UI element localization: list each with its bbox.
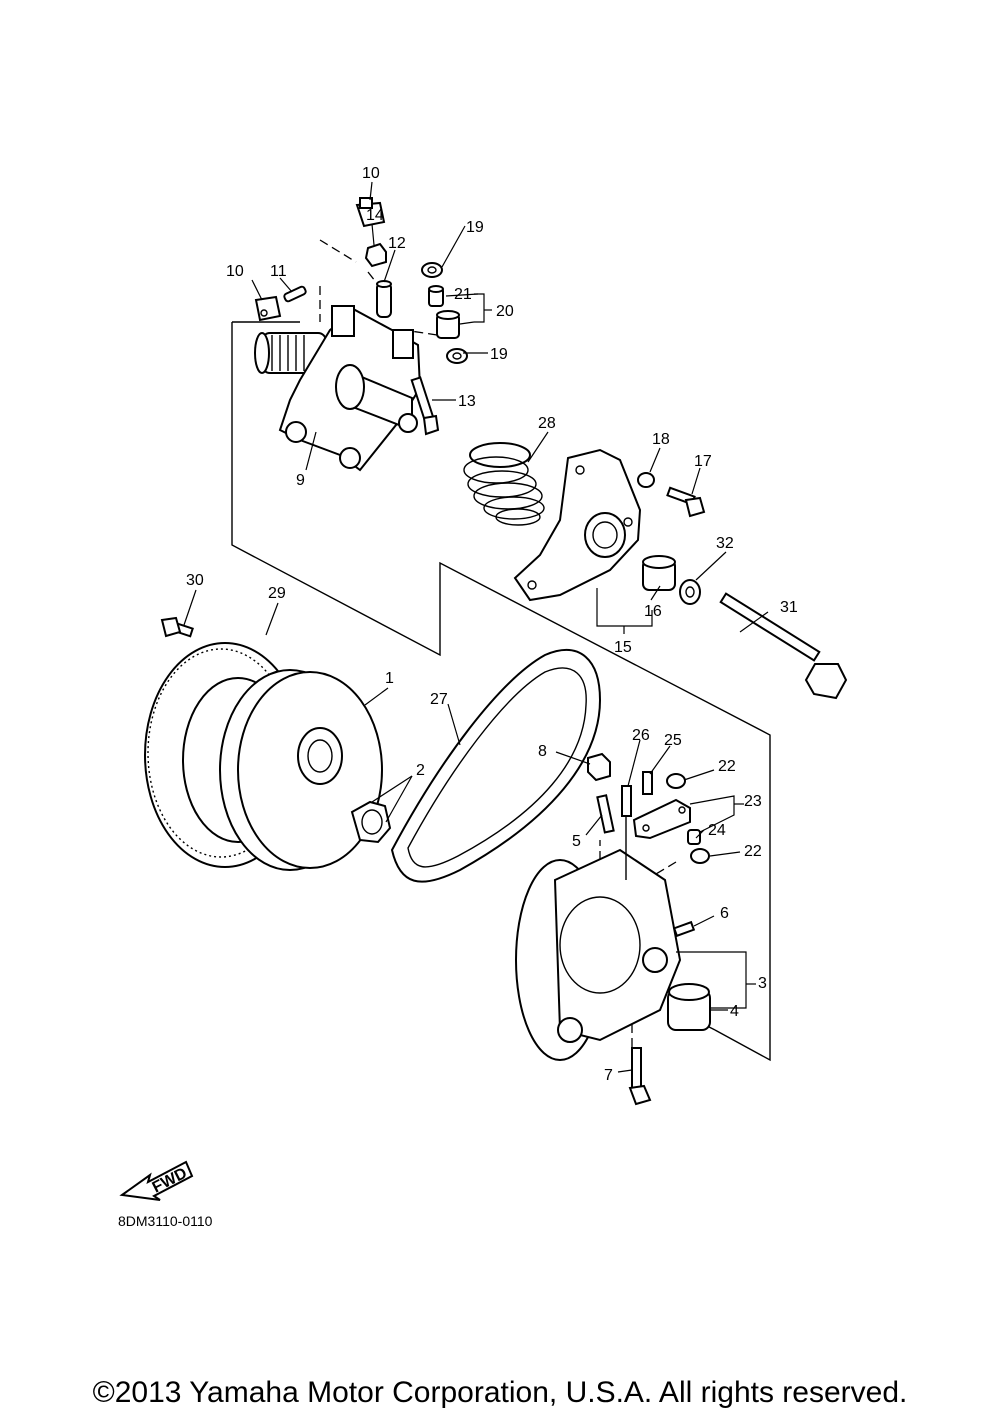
fwd-arrow-icon: FWD: [119, 1160, 194, 1201]
diagram-code: 8DM3110-0110: [118, 1213, 213, 1229]
callout-10a: 10: [362, 165, 380, 182]
collar-24: [687, 829, 701, 845]
callout-20: 20: [496, 303, 514, 320]
callout-3: 3: [758, 975, 767, 992]
callout-25: 25: [664, 732, 682, 749]
callout-24: 24: [708, 822, 726, 839]
primary-sheave-shaft: [254, 305, 422, 472]
arm-23: [632, 798, 691, 840]
callout-30: 27: [430, 691, 448, 708]
bolt-13: [410, 376, 440, 436]
bolt-31: [719, 592, 848, 700]
callout-27: 28: [538, 415, 556, 432]
callout-28: 29: [268, 585, 286, 602]
callout-19b: 19: [490, 346, 508, 363]
leader-lines: [183, 181, 769, 1073]
pin-5: [596, 794, 615, 834]
callout-31: 31: [780, 599, 798, 616]
callout-2: 2: [416, 762, 425, 779]
washer-18: [637, 472, 655, 488]
callout-8: 8: [538, 743, 547, 760]
callout-17: 17: [694, 453, 712, 470]
collar-2: [350, 800, 392, 844]
spring-27: [463, 442, 545, 526]
callout-26: 26: [632, 727, 650, 744]
nut-14: [364, 242, 387, 268]
callout-11: 11: [270, 263, 287, 280]
callout-16: 16: [644, 603, 662, 620]
secondary-sheave-3: [515, 848, 682, 1061]
callout-18: 18: [652, 431, 670, 448]
callout-4: 4: [730, 1003, 739, 1020]
copyright-notice: ©2013 Yamaha Motor Corporation, U.S.A. A…: [92, 1376, 908, 1409]
callout-12: 12: [388, 235, 406, 252]
washer-22a: [666, 773, 686, 789]
shaft-26: [621, 785, 632, 880]
callout-5: 5: [572, 833, 581, 850]
callout-22a: 22: [718, 758, 736, 775]
callout-6: 6: [720, 905, 729, 922]
washer-32: [679, 579, 701, 605]
bushing-16: [642, 555, 676, 591]
washer-19a: [421, 262, 443, 278]
callout-15: 15: [614, 639, 632, 656]
bolt-7: [628, 1047, 652, 1106]
bolt-29: [160, 616, 194, 638]
callout-19a: 19: [466, 219, 484, 236]
cover-plate-15: [513, 448, 642, 602]
nut-8: [587, 752, 611, 782]
weight-part-10a: [355, 197, 386, 228]
callout-13: 13: [458, 393, 476, 410]
callout-labels: 10 14 12 19 21 20 19 13 11 10 9 28 18 17…: [186, 165, 798, 1084]
collar-21: [428, 285, 444, 307]
callout-1: 1: [385, 670, 394, 687]
pin-25: [642, 771, 653, 795]
washer-19b: [446, 348, 468, 364]
callout-9: 9: [296, 472, 305, 489]
callout-7: 7: [604, 1067, 613, 1084]
bolt-6: [672, 920, 696, 938]
bushing-4: [667, 983, 711, 1031]
roller-20: [436, 310, 460, 339]
callout-14: 14: [366, 207, 384, 224]
pin-11: [283, 285, 307, 303]
bushing-12: [376, 280, 392, 318]
callout-10b: 10: [226, 263, 244, 280]
weight-part-10b: [254, 295, 282, 322]
callout-32: 32: [716, 535, 734, 552]
drive-belt-30: [390, 649, 602, 883]
callout-21: 21: [454, 286, 472, 303]
bolt-17: [666, 486, 706, 518]
callout-29: 30: [186, 572, 204, 589]
callout-23: 23: [744, 793, 762, 810]
washer-22b: [690, 848, 710, 864]
callout-22b: 22: [744, 843, 762, 860]
fixed-sheave-1: [219, 669, 383, 871]
